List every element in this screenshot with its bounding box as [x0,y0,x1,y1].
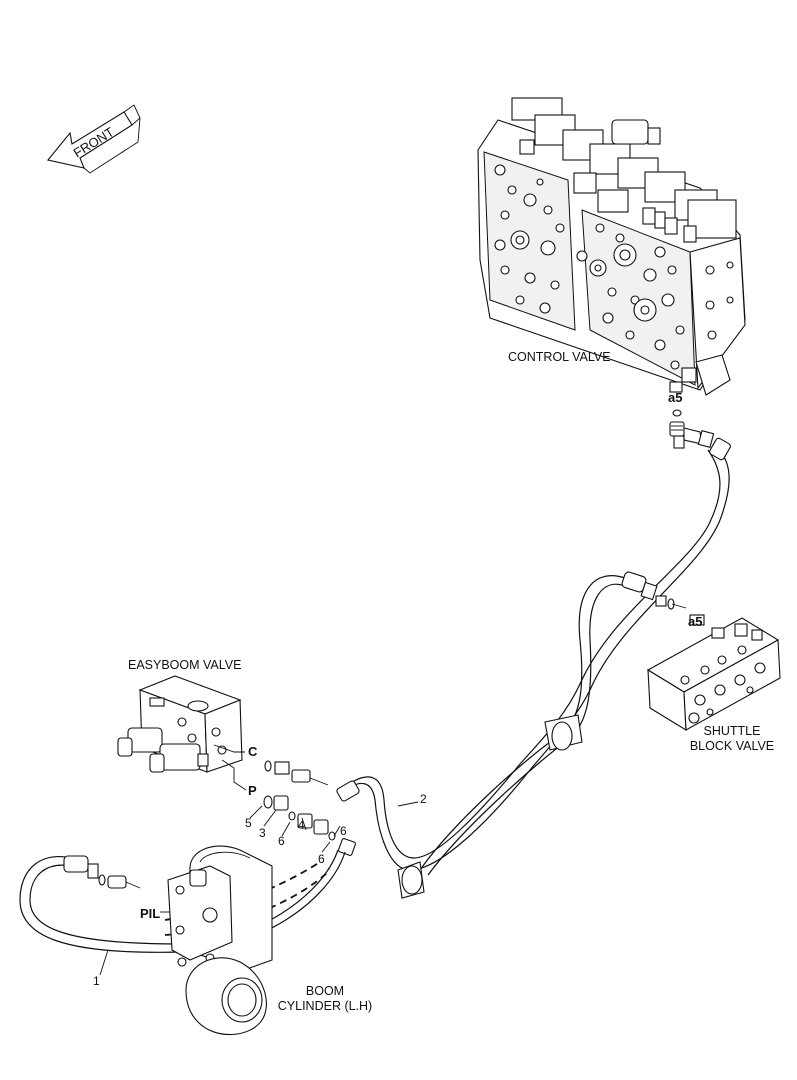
boom-label-line1: BOOM [305,984,345,998]
p-leader [221,759,247,791]
leader-4 [301,817,307,831]
callout-5: 5 [245,816,252,830]
callout-6b: 6 [340,824,347,838]
boom-cylinder-label: BOOM CYLINDER (L.H) [270,984,380,1014]
control-valve-outlet-fitting [669,409,715,449]
boom-cylinder [167,845,273,1036]
shuttle-block-valve [646,614,781,732]
callout-3: 3 [259,826,266,840]
pil-port-fittings [98,874,170,913]
shuttle-hose [419,571,687,876]
control-valve [477,97,746,396]
callout-6a: 6 [278,834,285,848]
callout-1: 1 [93,974,100,988]
hose-clamp-lower [397,861,425,899]
leader-1 [99,949,109,976]
shuttle-label-line2: BLOCK VALVE [689,739,775,753]
c-leader [213,744,245,753]
port-c-label: C [248,744,258,759]
port-a5-control-label: a5 [668,390,683,405]
front-arrow: FRONT [47,104,141,174]
shuttle-label-line1: SHUTTLE [703,724,761,738]
port-a5-shuttle-label: a5 [688,614,703,629]
leader-3 [263,809,277,827]
boom-label-line2: CYLINDER (L.H) [277,999,373,1013]
hose-2-end-fitting [336,780,360,802]
leader-6a [281,821,291,837]
hose-2 [344,437,731,871]
hose-clamp-upper [544,714,583,751]
control-valve-label: CONTROL VALVE [508,350,611,364]
port-p-label: P [248,783,257,798]
leader-2 [397,801,419,807]
leader-6b [333,825,341,837]
shuttle-block-valve-label: SHUTTLE BLOCK VALVE [682,724,782,754]
callout-4: 4 [298,818,305,832]
easyboom-valve [117,675,243,773]
c-port-fittings [264,760,329,786]
leader-5 [249,805,263,819]
callout-2: 2 [420,792,427,806]
leader-6c [321,841,331,853]
easyboom-valve-label: EASYBOOM VALVE [128,658,242,672]
port-pil-label: PIL [140,906,161,921]
callout-6c: 6 [318,852,325,866]
